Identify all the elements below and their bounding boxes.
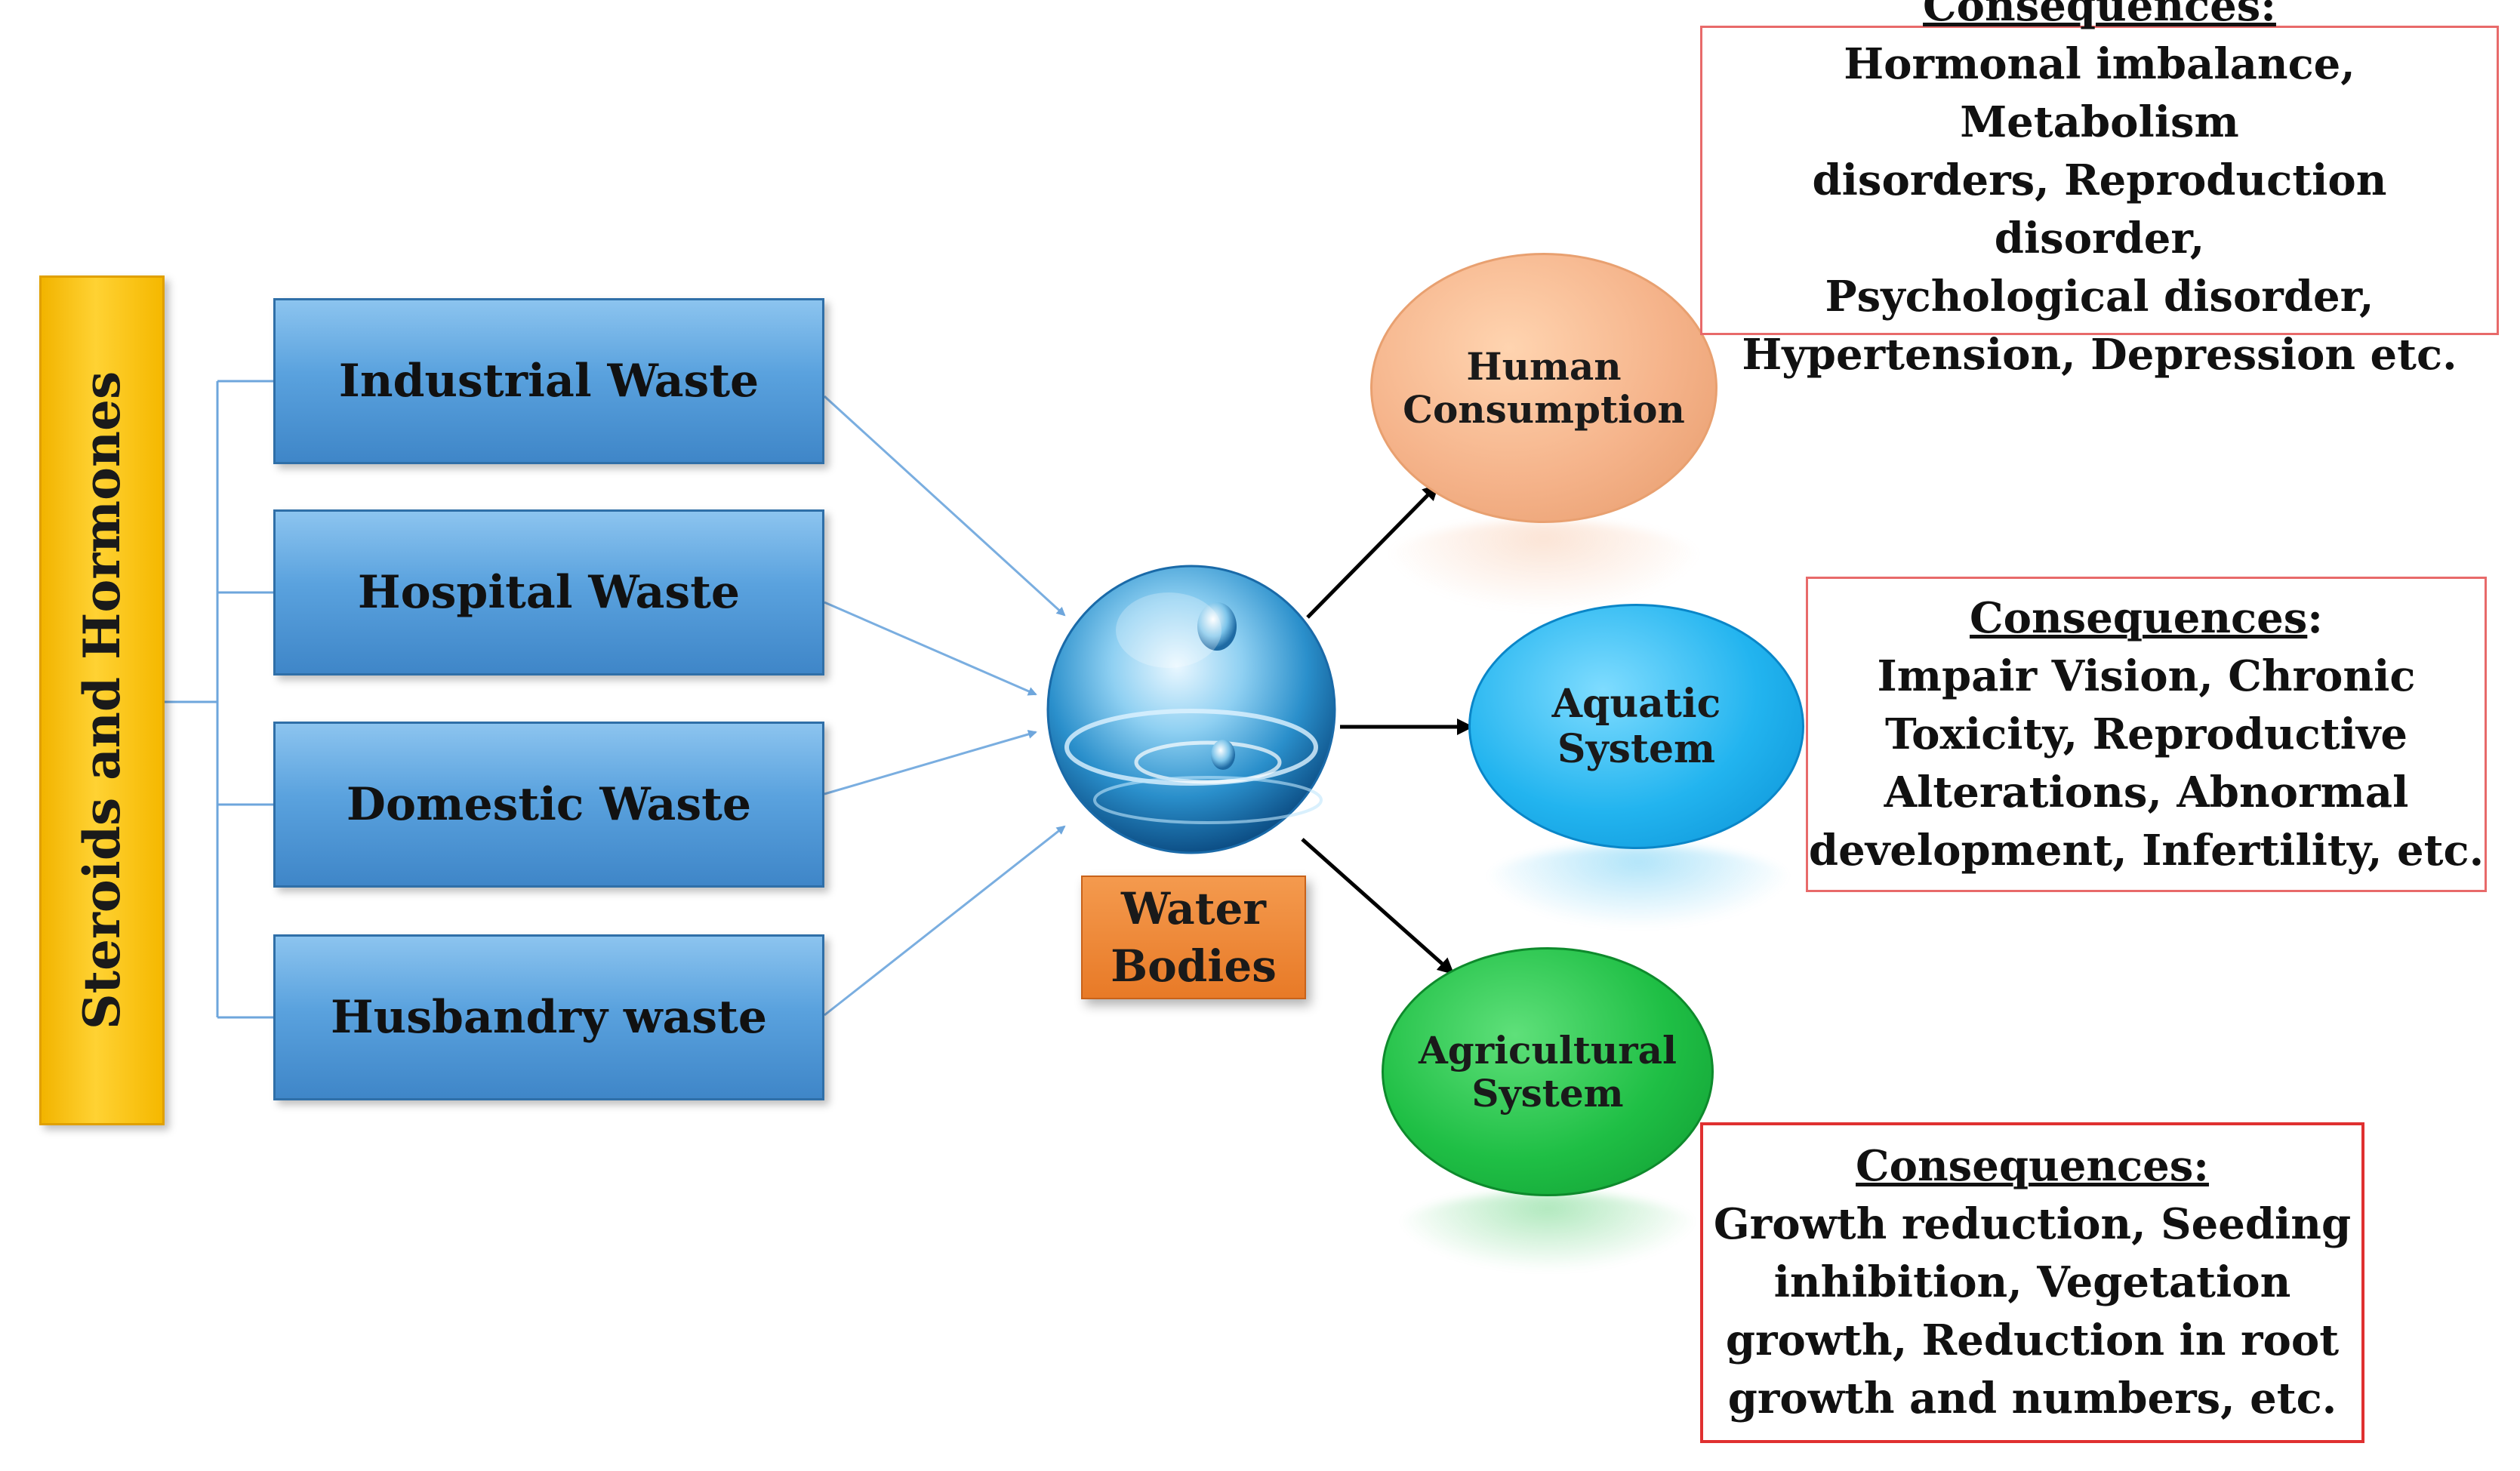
consequence-line: Hormonal imbalance, Metabolism xyxy=(1844,38,2355,147)
water-line-2: Bodies xyxy=(1111,940,1277,992)
consequence-line: Growth reduction, Seeding xyxy=(1713,1199,2352,1249)
human-line-1: Human xyxy=(1466,343,1622,389)
water-bodies-label: Water Bodies xyxy=(1081,876,1306,999)
banner-label: Steroids and Hormones xyxy=(72,371,131,1030)
aquatic-line-1: Aquatic xyxy=(1551,680,1721,727)
agri-line-2: System xyxy=(1471,1071,1624,1116)
consequence-line: Hypertension, Depression etc. xyxy=(1742,329,2457,380)
output-arrows xyxy=(1301,483,1474,975)
agricultural-reflection xyxy=(1393,1192,1702,1272)
arrow-domestic xyxy=(824,730,1037,796)
consequences-heading: Consequences: xyxy=(1923,0,2276,31)
agricultural-system-label: Agricultural System xyxy=(1418,1027,1677,1116)
consequences-aquatic-box: Consequences: Impair Vision, Chronic Tox… xyxy=(1806,577,2487,892)
source-hospital-waste: Hospital Waste xyxy=(273,509,824,675)
consequence-line: development, Infertility, etc. xyxy=(1808,825,2485,876)
consequence-line: Toxicity, Reproductive xyxy=(1884,709,2408,759)
consequences-heading-row: Consequences: xyxy=(1808,589,2485,648)
water-bodies-text: Water Bodies xyxy=(1111,880,1277,995)
consequence-line: disorders, Reproduction disorder, xyxy=(1812,155,2387,263)
consequence-line: inhibition, Vegetation xyxy=(1773,1257,2291,1307)
arrow-to-human xyxy=(1306,483,1440,619)
source-husbandry-waste: Husbandry waste xyxy=(273,934,824,1100)
consequences-heading: Consequences xyxy=(1970,592,2308,643)
consequence-line: Impair Vision, Chronic xyxy=(1877,651,2416,701)
consequence-line: growth, Reduction in root xyxy=(1725,1316,2340,1365)
human-reflection xyxy=(1382,521,1706,611)
human-line-2: Consumption xyxy=(1403,387,1685,432)
consequence-line: Alterations, Abnormal xyxy=(1884,767,2409,817)
arrow-husbandry xyxy=(824,825,1066,1017)
steroids-hormones-banner: Steroids and Hormones xyxy=(39,275,165,1125)
source-label: Domestic Waste xyxy=(346,778,752,831)
consequences-heading: Consequences: xyxy=(1856,1141,2209,1191)
arrow-hospital xyxy=(824,601,1037,696)
consequences-human-box: Consequences: Hormonal imbalance, Metabo… xyxy=(1700,0,2499,380)
source-domestic-waste: Domestic Waste xyxy=(273,722,824,888)
bracket-lines xyxy=(160,380,273,1019)
aquatic-system-node: Aquatic System xyxy=(1468,604,1804,849)
aquatic-system-label: Aquatic System xyxy=(1551,680,1721,772)
agricultural-system-node: Agricultural System xyxy=(1382,947,1714,1196)
consequence-line: growth and numbers, etc. xyxy=(1727,1374,2337,1423)
water-line-1: Water xyxy=(1121,883,1266,934)
aquatic-line-2: System xyxy=(1557,725,1716,772)
water-droplet-icon xyxy=(1046,565,1336,854)
human-consumption-label: Human Consumption xyxy=(1403,343,1685,432)
arrow-to-agricultural xyxy=(1301,838,1455,975)
input-arrows xyxy=(823,395,1066,1017)
aquatic-reflection xyxy=(1480,845,1797,928)
heading-suffix: : xyxy=(2307,592,2323,643)
consequence-line: Psychological disorder, xyxy=(1825,271,2374,322)
source-label: Hospital Waste xyxy=(357,566,741,619)
arrow-industrial xyxy=(823,395,1066,617)
source-label: Industrial Waste xyxy=(338,355,759,408)
human-consumption-node: Human Consumption xyxy=(1370,253,1717,523)
consequences-agricultural-box: Consequences: Growth reduction, Seeding … xyxy=(1700,1122,2364,1443)
source-industrial-waste: Industrial Waste xyxy=(273,298,824,464)
agri-line-1: Agricultural xyxy=(1418,1027,1677,1072)
source-label: Husbandry waste xyxy=(330,991,768,1044)
